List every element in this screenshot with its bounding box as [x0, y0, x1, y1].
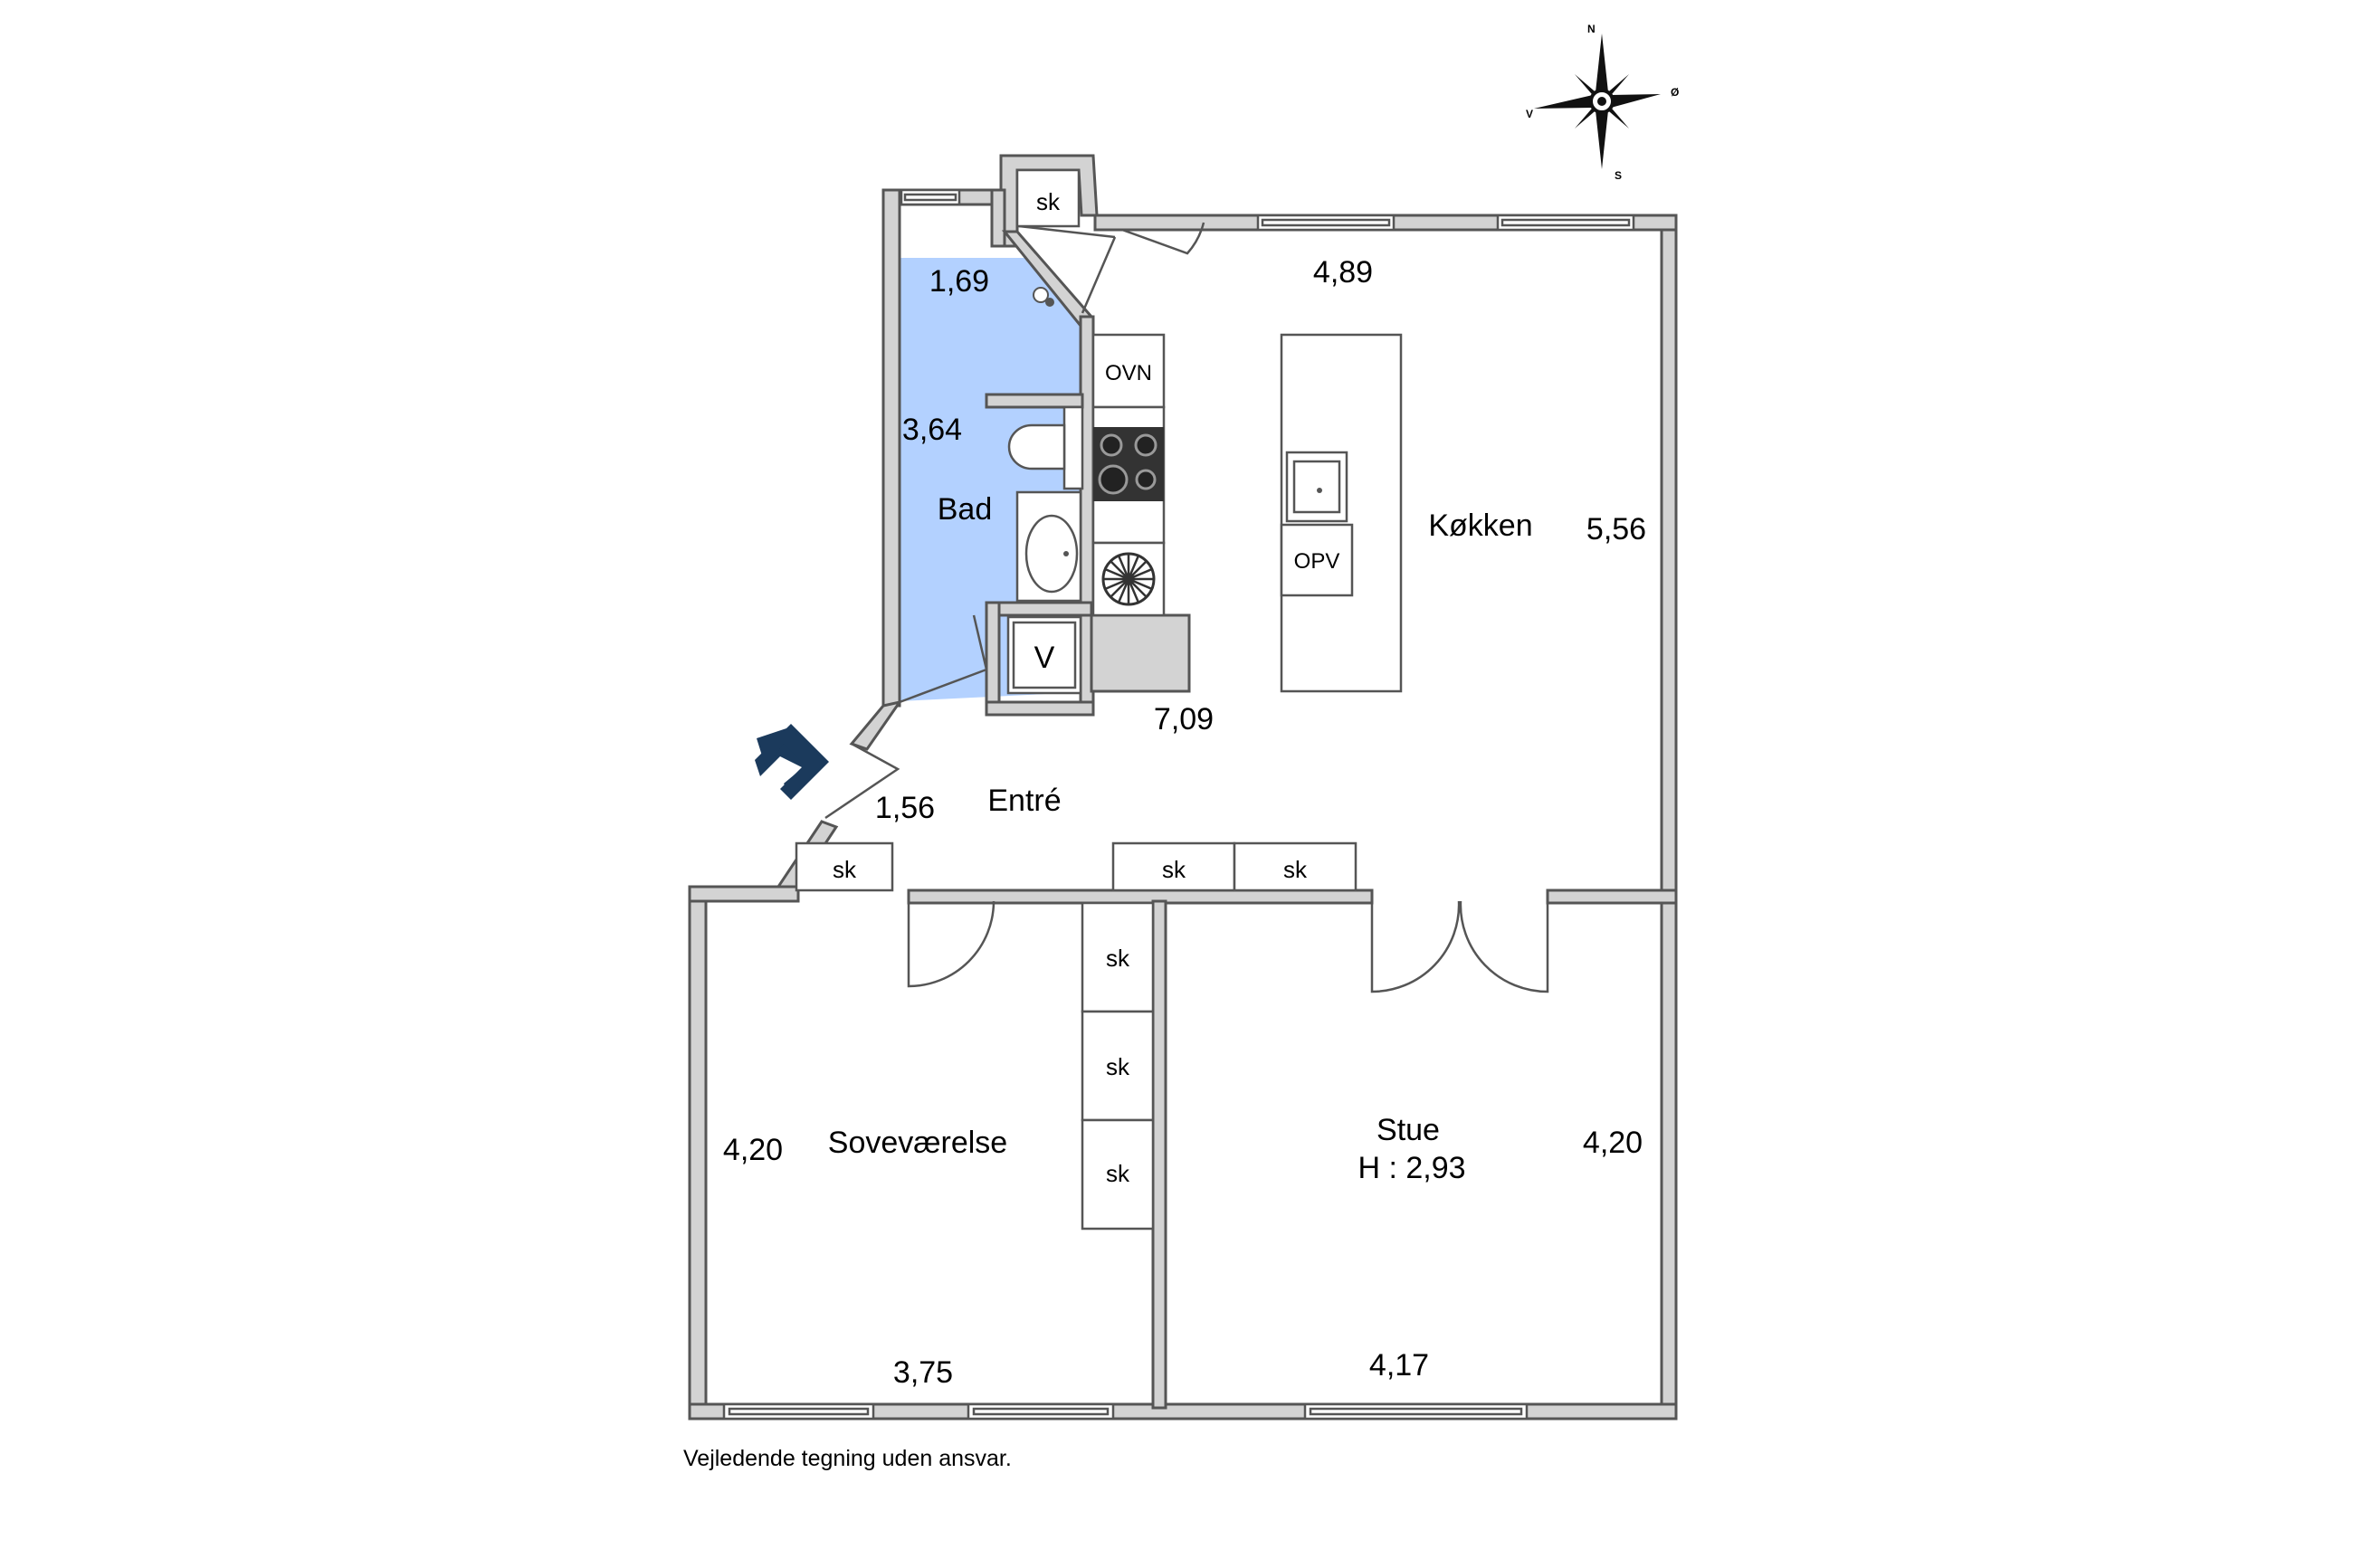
oven-label: OVN [1105, 361, 1152, 385]
extractor-fan-icon [1101, 552, 1156, 606]
bath-fixtures: V [1006, 287, 1084, 695]
doors [824, 222, 1549, 993]
living-dim-a: 4,20 [1583, 1126, 1643, 1160]
living-name: Stue [1377, 1113, 1440, 1147]
entre-dim-b: 7,09 [1154, 702, 1214, 736]
closet-label: sk [1106, 945, 1130, 972]
closet-label: sk [1283, 856, 1308, 883]
kitchen-dim-b: 5,56 [1586, 512, 1646, 546]
closets: sk sk sk sk sk sk sk [795, 168, 1358, 1231]
entre-name: Entré [987, 784, 1061, 818]
washer-label: V [1034, 641, 1055, 675]
bedroom-name: Soveværelse [828, 1126, 1007, 1160]
bath-dim-a: 1,69 [929, 264, 989, 299]
bedroom-dim-a: 4,20 [723, 1133, 783, 1167]
bath-name: Bad [938, 492, 993, 527]
closet-label: sk [1106, 1053, 1130, 1080]
room-labels: 1,69 3,64 Bad 4,89 Køkken 5,56 7,09 Entr… [723, 255, 1646, 1390]
kitchen-fixtures: OVN OPV [1091, 333, 1403, 693]
kitchen-name: Køkken [1428, 508, 1532, 543]
walls [688, 154, 1678, 1421]
compass-rose-icon: N S V Ø [1526, 23, 1679, 182]
dishwasher-label: OPV [1294, 549, 1340, 574]
compass-s: S [1615, 169, 1622, 182]
closet-label: sk [1106, 1160, 1130, 1187]
compass-o: Ø [1671, 86, 1679, 99]
compass-v: V [1526, 108, 1533, 120]
closet-label: sk [1162, 856, 1186, 883]
closet-label: sk [1036, 188, 1061, 215]
bath-dim-b: 3,64 [902, 413, 962, 447]
shower-icon [1033, 287, 1054, 307]
compass-n: N [1587, 23, 1596, 35]
living-dim-b: 4,17 [1369, 1348, 1429, 1383]
living-height: H : 2,93 [1358, 1151, 1465, 1185]
disclaimer-text: Vejledende tegning uden ansvar. [683, 1446, 1012, 1471]
entre-dim-a: 1,56 [875, 791, 935, 825]
closet-label: sk [833, 856, 857, 883]
kitchen-dim-a: 4,89 [1313, 255, 1373, 290]
windows [722, 188, 1635, 1421]
bedroom-dim-b: 3,75 [893, 1355, 953, 1390]
